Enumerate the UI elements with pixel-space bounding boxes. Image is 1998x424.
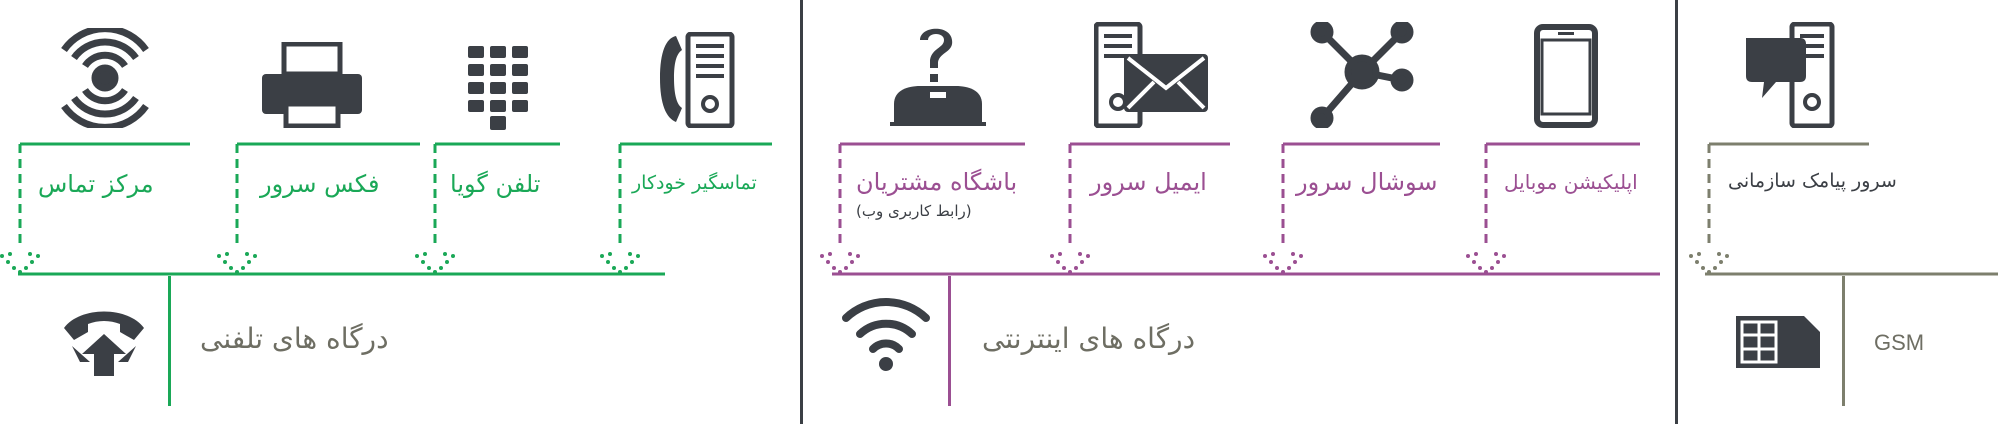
- keypad-icon: [468, 46, 528, 130]
- phone-server-icon: [660, 32, 735, 128]
- divider-phone-internet: [800, 0, 803, 424]
- internet-gateways-title: درگاه های اینترنتی: [982, 322, 1196, 355]
- label-sms-server: سرور پیامک سازمانی: [1728, 170, 1897, 192]
- gsm-title: GSM: [1874, 330, 1925, 355]
- wifi-icon: [842, 298, 930, 371]
- phone-transfer-icon: [64, 311, 144, 376]
- phone-stem-line: [168, 276, 171, 406]
- label-fax-server: فکس سرور: [260, 170, 380, 198]
- email-server-icon: [1094, 22, 1208, 128]
- sms-server-icon: [1746, 22, 1835, 128]
- network-icon: [1310, 22, 1414, 128]
- support-agent-icon: [890, 28, 986, 126]
- mobile-icon: [1534, 24, 1598, 128]
- label-contact-center: مرکز تماس: [38, 170, 154, 198]
- phone-gateways-title: درگاه های تلفنی: [200, 322, 389, 355]
- label-mobile-app: اپلیکیشن موبایل: [1504, 170, 1638, 194]
- sim-card-icon: [1736, 316, 1820, 368]
- label-customer-club-sub: (رابط کاربری وب): [856, 202, 972, 220]
- internet-connector-lines: [820, 142, 1660, 276]
- internet-stem-line: [948, 276, 951, 406]
- label-ivr: تلفن گویا: [450, 170, 541, 198]
- label-email-server: ایمیل سرور: [1090, 168, 1207, 196]
- signal-rings-icon: [61, 28, 149, 128]
- phone-connector-lines: [0, 142, 772, 276]
- divider-internet-gsm: [1675, 0, 1678, 424]
- gsm-connector-lines: [1689, 142, 1998, 276]
- label-auto-dialer: تماسگیر خودکار: [632, 172, 757, 194]
- label-social-server: سوشال سرور: [1296, 168, 1438, 196]
- gsm-stem-line: [1842, 276, 1845, 406]
- label-customer-club: باشگاه مشتریان: [856, 168, 1018, 196]
- fax-icon: [262, 42, 362, 128]
